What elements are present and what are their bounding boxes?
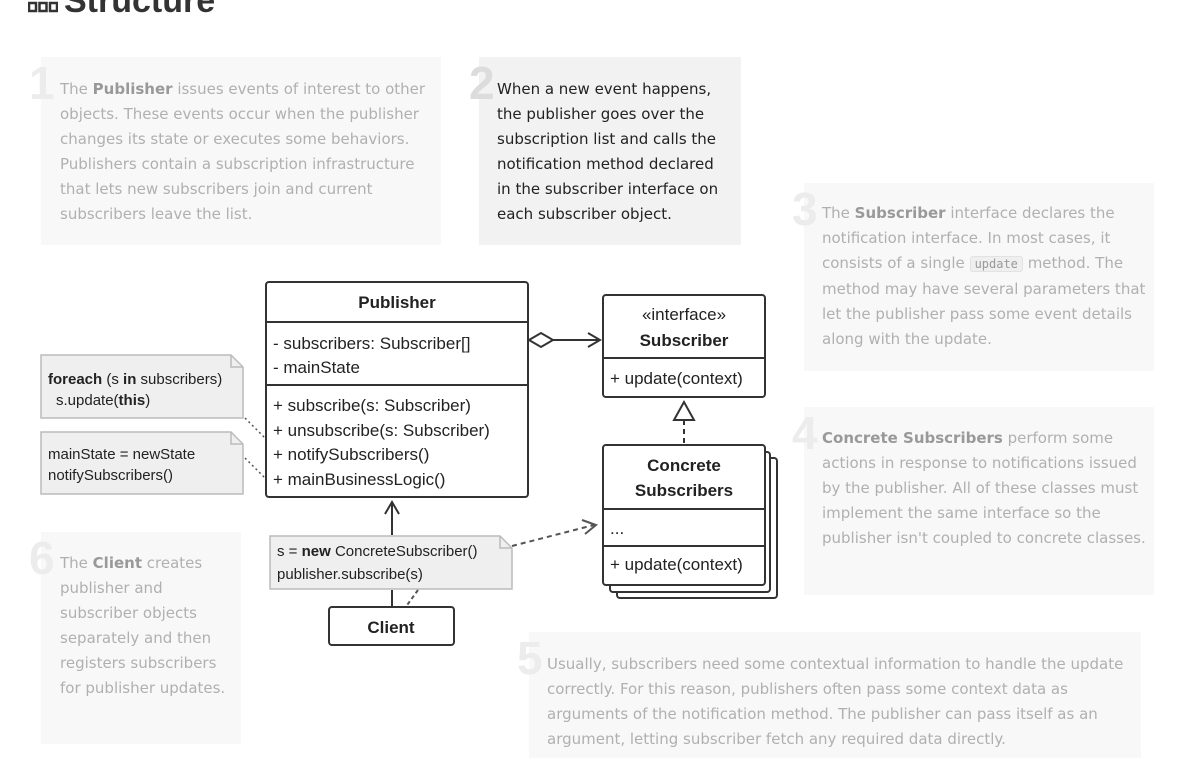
- note-connector: [244, 417, 266, 439]
- note-foreach-line1: foreach (s in subscribers): [48, 371, 222, 388]
- client-to-publisher-arrow: [384, 500, 400, 535]
- subscriber-method: + update(context): [610, 369, 743, 388]
- update-code: update: [969, 256, 1023, 272]
- concrete-method: + update(context): [610, 555, 743, 574]
- card-number: 3: [792, 183, 818, 235]
- note-client-line2: publisher.subscribe(s): [277, 566, 423, 583]
- publisher-method: + notifySubscribers(): [273, 445, 429, 464]
- card-text: The Client creates publisher and subscri…: [60, 554, 226, 697]
- note-connector: [244, 457, 266, 479]
- card-number: 2: [469, 57, 495, 109]
- subscriber-interface: «interface» Subscriber + update(context): [602, 294, 766, 398]
- publisher-name: Publisher: [358, 293, 436, 312]
- page-title: Structure: [27, 0, 216, 23]
- client-class: Client: [328, 606, 455, 646]
- structure-icon: [27, 0, 59, 23]
- interface-stereotype: «interface»: [642, 305, 726, 324]
- aggregation-arrow: [527, 331, 602, 349]
- explanation-card-3: 3 The Subscriber interface declares the …: [792, 183, 1154, 371]
- publisher-method: + mainBusinessLogic(): [273, 470, 445, 489]
- concrete-subscribers-class: Concrete Subscribers ... + update(contex…: [602, 444, 778, 599]
- card-text: The Subscriber interface declares the no…: [822, 204, 1146, 348]
- publisher-class: Publisher - subscribers: Subscriber[] - …: [265, 281, 529, 498]
- publisher-method: + subscribe(s: Subscriber): [273, 396, 471, 415]
- card-number: 4: [792, 407, 818, 459]
- publisher-field: - mainState: [273, 358, 360, 377]
- concrete-field: ...: [610, 519, 624, 538]
- note-state-line2: notifySubscribers(): [48, 467, 173, 484]
- card-number: 5: [517, 632, 543, 684]
- note-client-line1: s = new ConcreteSubscriber(): [277, 543, 478, 560]
- explanation-card-2: 2 When a new event happens, the publishe…: [469, 57, 741, 245]
- client-name: Client: [367, 618, 415, 637]
- publisher-field: - subscribers: Subscriber[]: [273, 334, 470, 353]
- note-state: mainState = newState notifySubscribers(): [40, 431, 244, 495]
- explanation-card-4: 4 Concrete Subscribers perform some acti…: [792, 407, 1154, 595]
- card-text: Usually, subscribers need some contextua…: [547, 655, 1124, 748]
- note-foreach: foreach (s in subscribers) s.update(this…: [40, 354, 244, 419]
- explanation-card-5: 5 Usually, subscribers need some context…: [517, 632, 1141, 758]
- note-foreach-line2: s.update(this): [56, 392, 150, 409]
- explanation-card-1: 1 The Publisher issues events of interes…: [29, 57, 441, 245]
- card-text: Concrete Subscribers perform some action…: [822, 429, 1146, 547]
- subscriber-name: Subscriber: [640, 331, 729, 350]
- page-title-text: Structure: [64, 0, 216, 20]
- realization-arrow: [672, 399, 696, 445]
- card-number: 1: [29, 57, 55, 109]
- client-to-concrete-arrow: [511, 519, 599, 547]
- publisher-method: + unsubscribe(s: Subscriber): [273, 421, 490, 440]
- card-text: The Publisher issues events of interest …: [60, 80, 426, 223]
- concrete-name: Subscribers: [635, 481, 733, 500]
- note-client: s = new ConcreteSubscriber() publisher.s…: [269, 535, 513, 590]
- card-number: 6: [29, 532, 55, 584]
- card-text: When a new event happens, the publisher …: [497, 80, 719, 223]
- client-connector: [404, 589, 419, 609]
- concrete-name: Concrete: [647, 456, 721, 475]
- explanation-card-6: 6 The Client creates publisher and subsc…: [29, 532, 241, 744]
- note-state-line1: mainState = newState: [48, 446, 195, 463]
